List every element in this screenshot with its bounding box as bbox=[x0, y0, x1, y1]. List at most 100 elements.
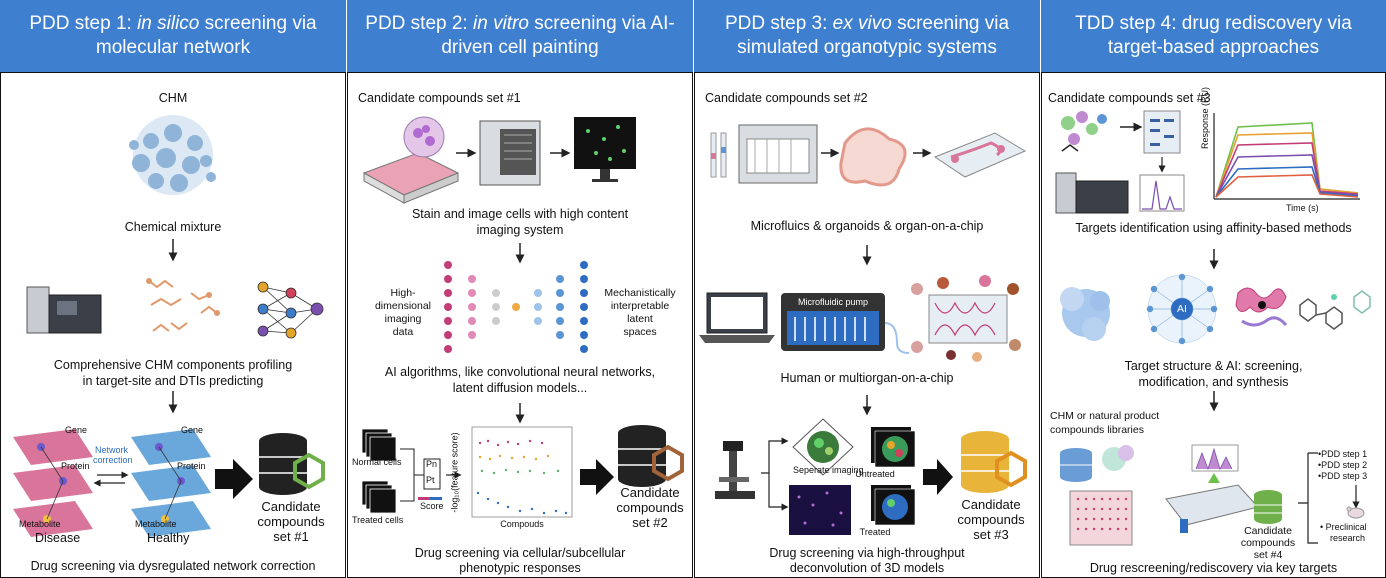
healthy-label: Healthy bbox=[147, 531, 190, 545]
multiorgan-label: Human or multiorgan-on-a-chip bbox=[780, 371, 954, 385]
spheroid-image-icon bbox=[789, 418, 854, 535]
metabolite-label-healthy: Metabolite bbox=[135, 519, 177, 529]
normal-cells-label: Normal cells bbox=[352, 457, 402, 467]
target-structure-label-1: Target structure & AI: screening, bbox=[1124, 359, 1303, 373]
microfluidic-pump-icon bbox=[781, 293, 910, 354]
candidate-set-1-label: Candidate compounds set #1 bbox=[358, 91, 521, 105]
chm-label: CHM bbox=[158, 91, 188, 105]
autoencoder-icon bbox=[444, 261, 588, 353]
candidate-set-2-label: Candidate compounds set #2 bbox=[705, 91, 868, 105]
panel-4-title: TDD step 4: drug rediscovery via target-… bbox=[1075, 13, 1352, 58]
panel-step-3: PDD step 3: ex vivo screening via simula… bbox=[694, 0, 1040, 578]
candidate-set-3-line-2: compounds bbox=[957, 512, 1025, 527]
panel-2-illustration bbox=[361, 116, 684, 518]
high-dimensional-label-4: data bbox=[392, 326, 414, 338]
libraries-label-1: CHM or natural product bbox=[1050, 410, 1160, 422]
panel-2-header: PDD step 2: in vitro screening via AI-dr… bbox=[347, 0, 693, 72]
treated-cells-label: Treated cells bbox=[352, 515, 404, 525]
stacked-images-icon bbox=[871, 427, 916, 526]
preclinical-item-2: research bbox=[1330, 533, 1366, 543]
pdd-step-2-item: •PDD step 2 bbox=[1318, 460, 1368, 470]
panel-step-4: TDD step 4: drug rediscovery via target-… bbox=[1041, 0, 1386, 578]
mechanistic-label-3: latent bbox=[627, 313, 653, 325]
candidate-set-4-line-1: Candidate bbox=[1244, 525, 1292, 537]
hplc-instrument-icon bbox=[1055, 172, 1129, 214]
screening-instrument-icon bbox=[1165, 444, 1259, 533]
pdd-step-3-item: •PDD step 3 bbox=[1318, 471, 1368, 481]
targets-identification-label: Targets identification using affinity-ba… bbox=[1075, 221, 1352, 235]
database-icon bbox=[961, 431, 1027, 493]
protein-surface-icon bbox=[1060, 287, 1110, 341]
metabolite-label-disease: Metabolite bbox=[19, 519, 61, 529]
candidate-set-4-line-3: set #4 bbox=[1253, 549, 1283, 561]
ai-algorithms-label-2: latent diffusion models... bbox=[452, 381, 588, 395]
panel-4-bottom-caption: Drug rescreening/rediscovery via key tar… bbox=[1089, 561, 1338, 575]
molecule-structure-icon bbox=[1299, 290, 1371, 330]
ai-algorithms-label-1: AI algorithms, like convolutional neural… bbox=[384, 365, 656, 379]
mechanistic-label-4: spaces bbox=[623, 326, 657, 338]
protein-label-disease: Protein bbox=[61, 461, 90, 471]
panel-1-illustration bbox=[13, 115, 325, 537]
panel-4-header: TDD step 4: drug rediscovery via target-… bbox=[1041, 0, 1386, 72]
microfluidics-label: Microfluics & organoids & organ-on-a-chi… bbox=[750, 219, 984, 233]
high-dimensional-label-3: imaging bbox=[384, 313, 422, 325]
mechanistic-label-1: Mechanistically bbox=[604, 287, 676, 299]
network-correction-label-2: correction bbox=[93, 455, 133, 465]
high-dimensional-label-2: dimensional bbox=[374, 300, 432, 312]
panel-1-bottom-caption: Drug screening via dysregulated network … bbox=[30, 559, 316, 573]
panel-step-2: PDD step 2: in vitro screening via AI-dr… bbox=[347, 0, 693, 578]
ai-network-icon bbox=[1146, 273, 1218, 345]
profiling-label-line-1: Comprehensive CHM components profiling bbox=[53, 358, 293, 372]
panel-step-1: PDD step 1: in silico screening via mole… bbox=[0, 0, 346, 578]
panel-3-bottom-caption-1: Drug screening via high-throughput bbox=[769, 546, 965, 560]
split-arrows-icon bbox=[761, 437, 789, 511]
disease-label: Disease bbox=[35, 531, 81, 545]
healthy-network-icon bbox=[131, 429, 211, 537]
panel-2-bottom-caption-1: Drug screening via cellular/subcellular bbox=[414, 546, 626, 560]
microscope-icon bbox=[715, 441, 755, 499]
mechanistic-label-2: interpretable bbox=[610, 300, 670, 312]
laptop-icon bbox=[699, 292, 775, 343]
multiorgan-chip-icon bbox=[911, 275, 1021, 362]
ai-label: AI bbox=[1177, 303, 1187, 315]
pt-label: Pt bbox=[426, 475, 435, 485]
arrow-right-icon bbox=[580, 459, 614, 495]
score-label: Score bbox=[420, 501, 444, 511]
x-axis-label: Compouds bbox=[500, 519, 544, 529]
candidate-set-2-line-1: Candidate bbox=[620, 485, 680, 500]
y-axis-label: -log₁₀(feature score) bbox=[449, 432, 460, 513]
separate-imaging-label: Seperate imaging bbox=[793, 465, 864, 475]
organoid-icon bbox=[839, 127, 907, 187]
panel-2-bottom-caption-2: phenotypic responses bbox=[459, 561, 581, 575]
panel-3-body: Candidate compounds set #2 Microfluics &… bbox=[694, 72, 1040, 578]
panel-3-title: PDD step 3: ex vivo screening via simula… bbox=[724, 13, 1010, 58]
high-dimensional-label-1: High- bbox=[390, 287, 416, 299]
libraries-label-2: compounds libraries bbox=[1050, 424, 1144, 436]
scatter-plot-icon bbox=[471, 426, 573, 518]
pn-label: Pn bbox=[426, 459, 438, 469]
database-icon bbox=[1254, 490, 1282, 524]
treated-label: Treated bbox=[859, 527, 891, 537]
mass-spectrometer-icon bbox=[26, 286, 102, 334]
neural-network-icon bbox=[257, 281, 324, 339]
candidate-set-1-line-2: compounds bbox=[257, 514, 325, 529]
herb-cloud-icon bbox=[129, 115, 216, 195]
chromatogram-icon bbox=[1139, 174, 1185, 212]
preclinical-item-1: • Preclinical bbox=[1320, 522, 1367, 532]
target-structure-label-2: modification, and synthesis bbox=[1138, 375, 1289, 389]
candidate-set-3-line-3: set #3 bbox=[973, 527, 1009, 542]
organ-on-chip-icon bbox=[933, 132, 1027, 178]
candidate-set-2-line-2: compounds bbox=[616, 500, 684, 515]
sensorgram-chart bbox=[1213, 113, 1360, 200]
pump-label: Microfluidic pump bbox=[797, 297, 869, 307]
response-axis-label: Response (RU) bbox=[1200, 86, 1210, 150]
panel-3-bottom-caption-2: deconvolution of 3D models bbox=[789, 561, 945, 575]
panel-1-body: CHM Chemical mixture Comprehensive CHM c… bbox=[0, 72, 346, 578]
candidate-set-3-label: Candidate compounds set #3 bbox=[1048, 91, 1211, 105]
panel-2-body: Candidate compounds set #1 Stain and ima… bbox=[347, 72, 693, 578]
database-icon bbox=[618, 425, 684, 487]
chemical-mixture-label: Chemical mixture bbox=[124, 220, 222, 234]
cell-image-stacks-icon bbox=[361, 428, 397, 514]
panel-2-title: PDD step 2: in vitro screening via AI-dr… bbox=[365, 13, 675, 58]
candidate-set-4-line-2: compounds bbox=[1240, 537, 1296, 549]
